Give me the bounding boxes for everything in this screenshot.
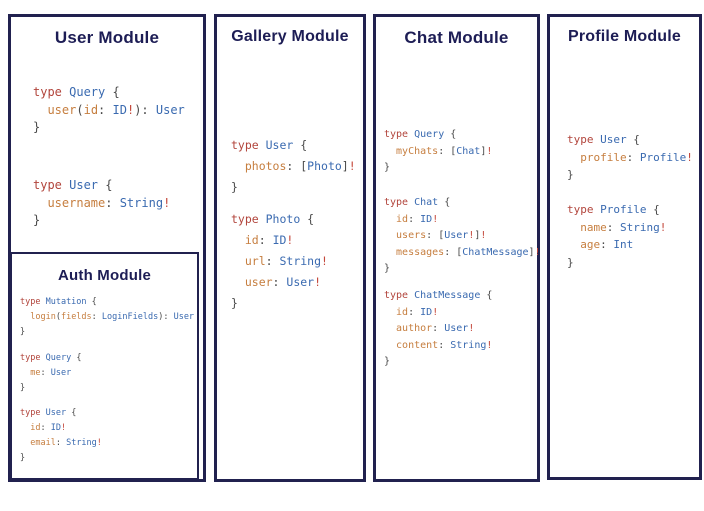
- profile-module-title: Profile Module: [567, 28, 682, 45]
- gallery-module-box: Gallery Module type User { photos: [Phot…: [214, 14, 366, 482]
- profile-module-box: Profile Module type User { profile: Prof…: [547, 14, 702, 480]
- chat-module-box: Chat Module type Query { myChats: [Chat]…: [373, 14, 541, 482]
- chat-module-query-snippet: type Query { myChats: [Chat]!}: [384, 129, 493, 173]
- chat-module-chat-type-snippet: type Chat { id: ID! users: [User!]! mess…: [384, 197, 541, 274]
- auth-module-user-type-snippet: type User { id: ID! email: String!}: [20, 408, 102, 463]
- profile-module-profile-type-snippet: type Profile { name: String! age: Int}: [567, 203, 667, 269]
- user-module-query-snippet: type Query { user(id: ID!): User}: [33, 85, 185, 134]
- auth-module-title: Auth Module: [57, 267, 151, 284]
- chat-module-chatmessage-type-snippet: type ChatMessage { id: ID! author: User!…: [384, 290, 493, 367]
- user-module-user-type-snippet: type User { username: String!}: [33, 178, 171, 227]
- gallery-module-photo-type-snippet: type Photo { id: ID! url: String! user: …: [231, 212, 328, 310]
- chat-module-title: Chat Module: [404, 28, 509, 47]
- auth-module-box: Auth Module type Mutation { login(fields…: [10, 252, 199, 480]
- profile-module-user-type-snippet: type User { profile: Profile!}: [567, 133, 693, 181]
- user-module-box: User Module type Query { user(id: ID!): …: [8, 14, 206, 482]
- gallery-module-user-type-snippet: type User { photos: [Photo]!}: [231, 138, 356, 194]
- user-module-title: User Module: [54, 28, 160, 47]
- gallery-module-title: Gallery Module: [231, 28, 349, 45]
- auth-module-mutation-snippet: type Mutation { login(fields: LoginField…: [20, 297, 195, 337]
- auth-module-query-snippet: type Query { me: User}: [20, 353, 82, 393]
